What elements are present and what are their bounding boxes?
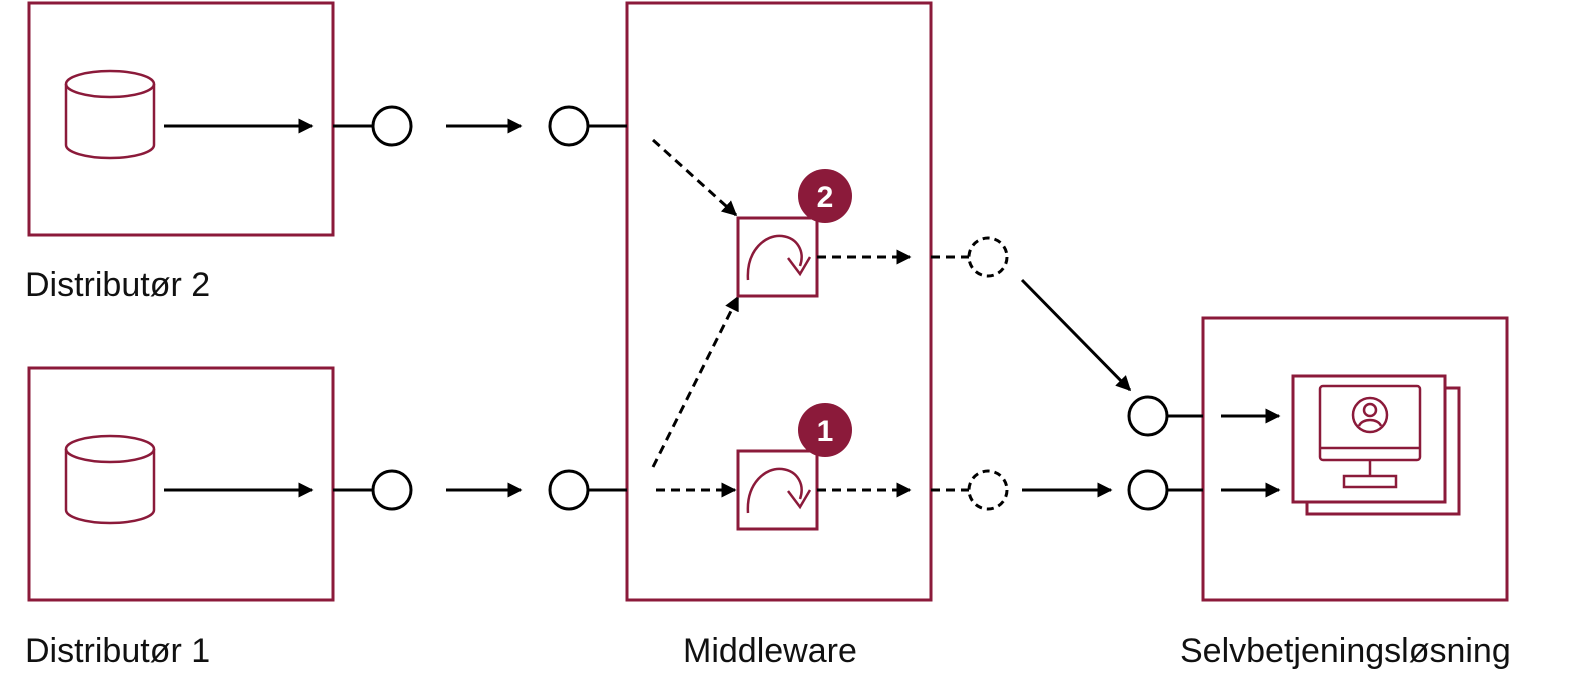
middleware-label: Middleware [683,632,857,670]
process-box-1 [736,449,819,531]
port-circle [1127,469,1169,511]
port-circle [548,105,590,147]
monitor-user-icon [1291,374,1461,516]
flow-arrow [1020,278,1132,392]
port-circle-dashed [967,469,1009,511]
port-circle [1127,395,1169,437]
process-arrow-icon [746,467,812,514]
svg-text:1: 1 [817,415,834,448]
dashed-flow-arrow [651,138,738,217]
database-icon [64,434,156,525]
port-circle [548,469,590,511]
port-circle [371,469,413,511]
distributor2-box [27,1,335,237]
svg-text:2: 2 [817,181,834,214]
distributor2-label: Distributør 2 [25,266,211,304]
database-icon [64,69,156,160]
port-circle-dashed [967,236,1009,278]
dashed-flow-arrow [651,295,740,468]
process-arrow-icon [746,234,812,281]
port-circle [371,105,413,147]
distributor1-box [27,366,335,602]
distributor1-label: Distributør 1 [25,632,211,670]
self-service-label: Selvbetjeningsløsning [1180,632,1511,670]
badge-1: 1 [798,403,852,457]
badge-2: 2 [798,169,852,223]
process-box-2 [736,216,819,298]
